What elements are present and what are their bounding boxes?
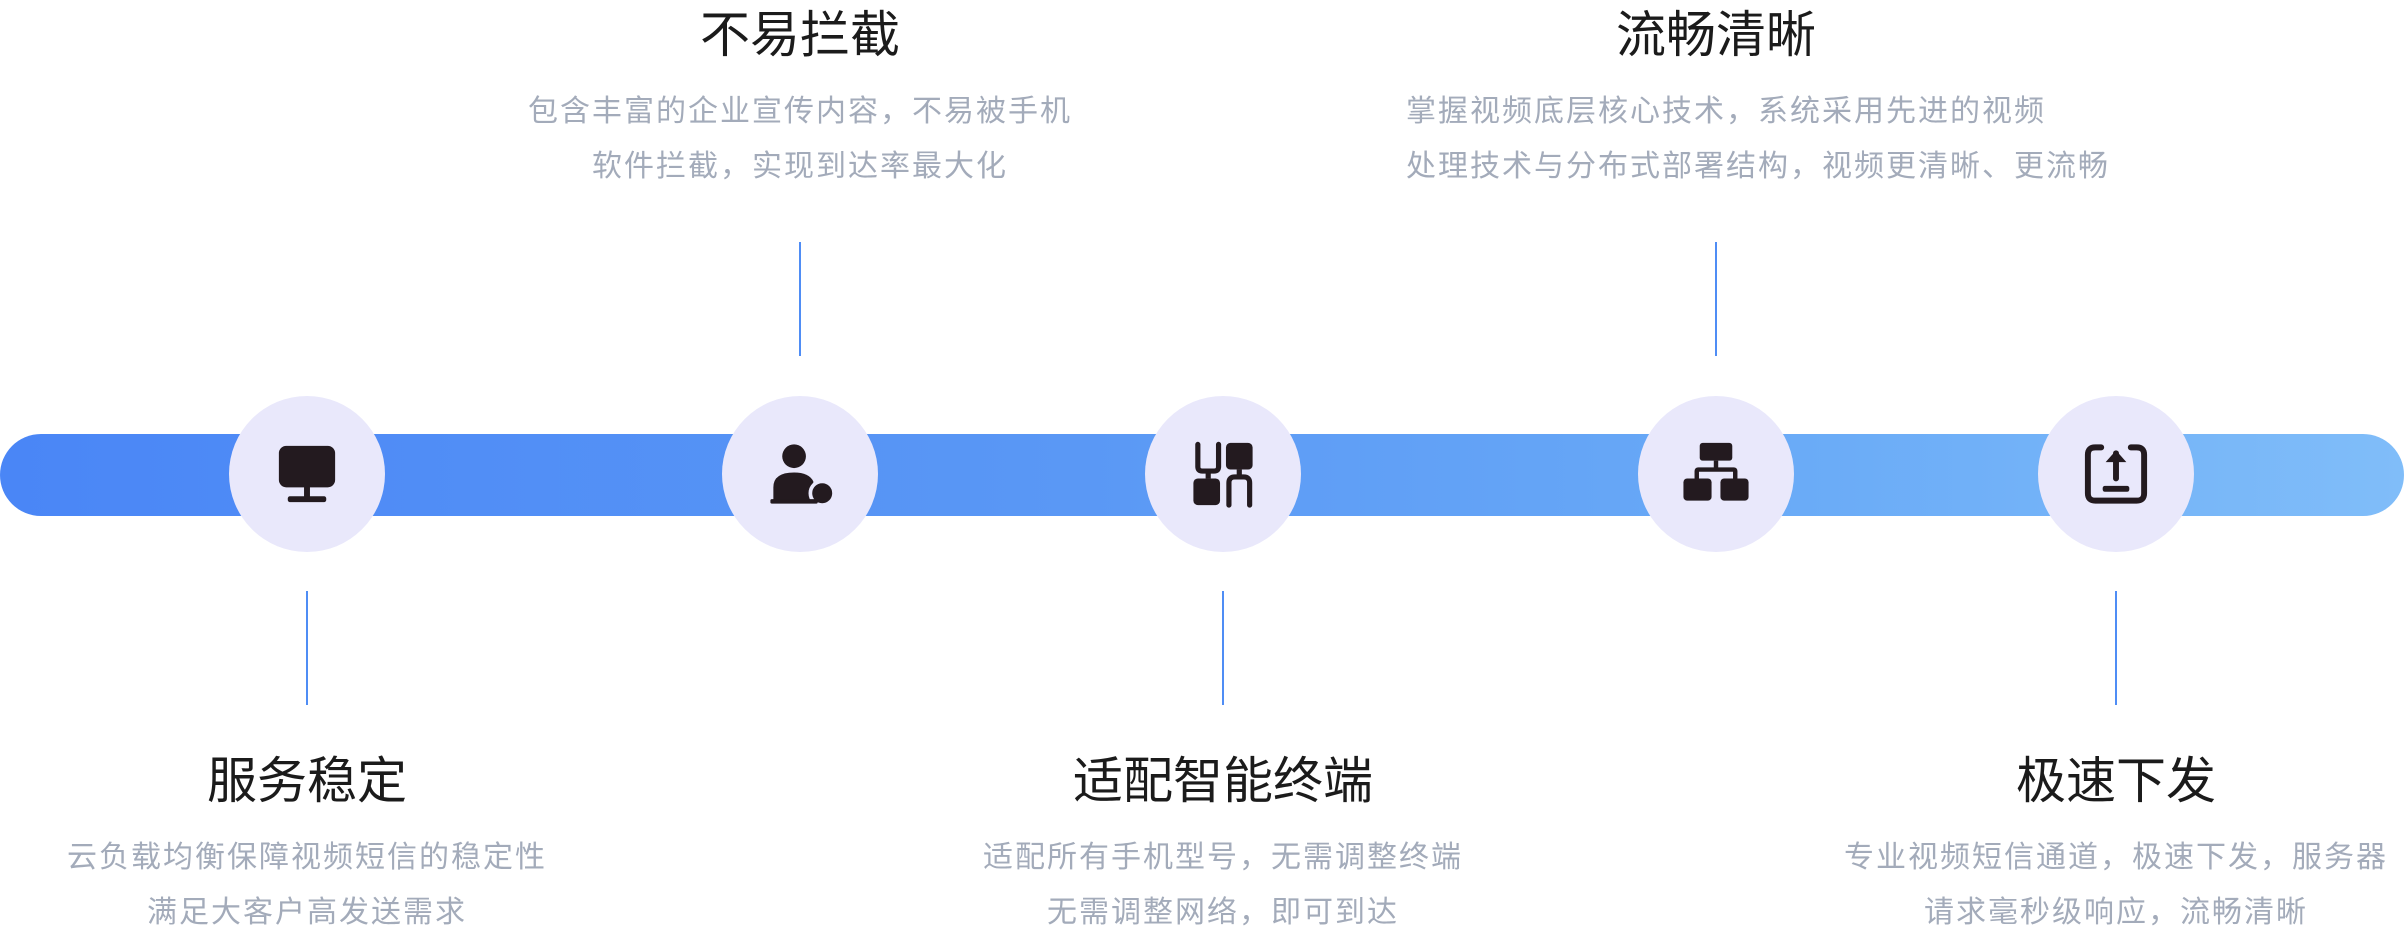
feature-desc-line: 无需调整网络，即可到达 [1047, 895, 1399, 930]
feature-title: 不易拦截 [700, 6, 900, 64]
feature-desc-line: 满足大客户高发送需求 [147, 895, 467, 930]
feature-title: 服务稳定 [207, 752, 407, 810]
feature-node-stable [229, 396, 385, 552]
connector-stable [306, 591, 308, 705]
feature-title: 适配智能终端 [1073, 752, 1373, 810]
connector-anti-block [799, 242, 801, 356]
customer-service-icon [770, 444, 836, 507]
feature-desc-line: 软件拦截，实现到达率最大化 [592, 149, 1008, 184]
hierarchy-icon [1683, 442, 1749, 501]
feature-desc-line: 掌握视频底层核心技术，系统采用先进的视频 [1406, 94, 2046, 129]
feature-desc-line: 请求毫秒级响应，流畅清晰 [1924, 895, 2308, 930]
feature-desc-line: 包含丰富的企业宣传内容，不易被手机 [528, 94, 1072, 129]
feature-desc-line: 适配所有手机型号，无需调整终端 [983, 840, 1463, 875]
feature-title: 流畅清晰 [1616, 6, 1816, 64]
connector-fast [2115, 591, 2117, 705]
feature-desc-line: 专业视频短信通道，极速下发，服务器 [1844, 840, 2388, 875]
feature-node-smooth [1638, 396, 1794, 552]
feature-node-fast [2038, 396, 2194, 552]
feature-label-stable: 服务稳定 云负载均衡保障视频短信的稳定性 满足大客户高发送需求 [0, 748, 617, 940]
feature-label-anti-block: 不易拦截 包含丰富的企业宣传内容，不易被手机 软件拦截，实现到达率最大化 [490, 2, 1110, 194]
connector-smooth [1715, 242, 1717, 356]
feature-desc-line: 云负载均衡保障视频短信的稳定性 [67, 840, 547, 875]
feature-label-smooth: 流畅清晰 掌握视频底层核心技术，系统采用先进的视频 处理技术与分布式部署结构，视… [1406, 2, 2110, 194]
feature-node-anti-block [722, 396, 878, 552]
monitor-icon [278, 445, 336, 503]
feature-title: 极速下发 [2016, 752, 2216, 810]
feature-label-adapt: 适配智能终端 适配所有手机型号，无需调整终端 无需调整网络，即可到达 [913, 748, 1533, 940]
device-adapt-icon [1193, 441, 1253, 508]
feature-desc-line: 处理技术与分布式部署结构，视频更清晰、更流畅 [1406, 149, 2110, 184]
connector-adapt [1222, 591, 1224, 705]
feature-label-fast: 极速下发 专业视频短信通道，极速下发，服务器 请求毫秒级响应，流畅清晰 [1806, 748, 2404, 940]
feature-node-adapt [1145, 396, 1301, 552]
upload-icon [2084, 444, 2148, 504]
